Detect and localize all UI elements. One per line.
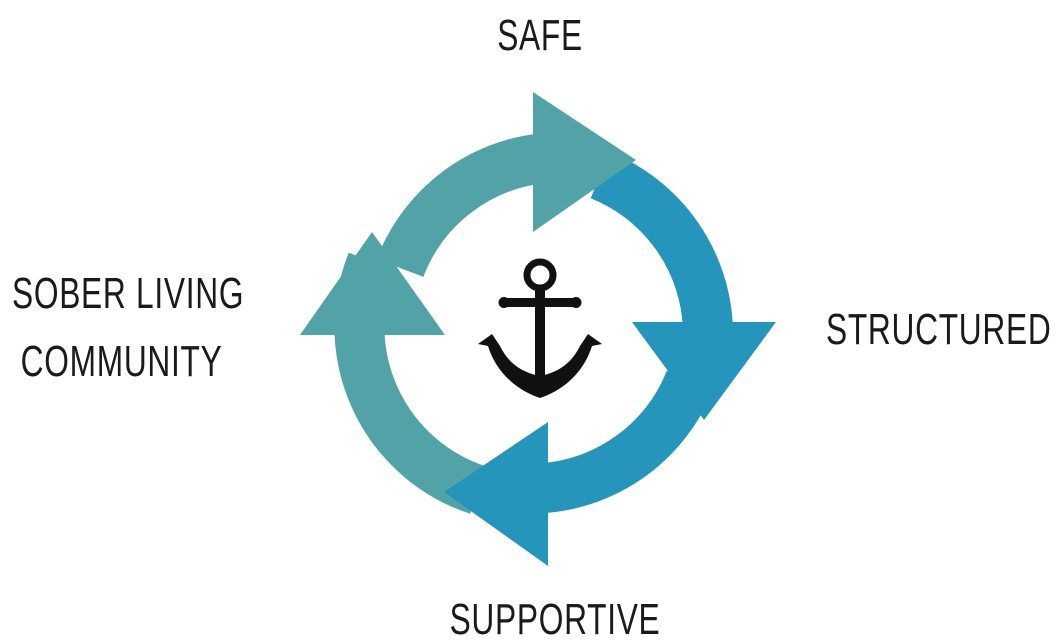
cycle-arc-right (590, 151, 733, 332)
cycle-arc-top (376, 133, 548, 278)
anchor-icon (478, 258, 602, 398)
arrowhead-bottom (444, 422, 548, 566)
cycle-arc-bottom (542, 370, 714, 513)
arrowhead-top (533, 92, 636, 232)
label-sober-living-community: SOBER LIVING COMMUNITY (12, 272, 244, 384)
arrowhead-left (300, 232, 445, 335)
label-supportive: SUPPORTIVE (449, 595, 661, 644)
label-sober-living: SOBER LIVING (12, 269, 245, 318)
label-community: COMMUNITY (20, 337, 223, 386)
label-structured: STRUCTURED (826, 305, 1052, 354)
label-safe: SAFE (497, 11, 583, 60)
arrowhead-right (632, 322, 776, 420)
